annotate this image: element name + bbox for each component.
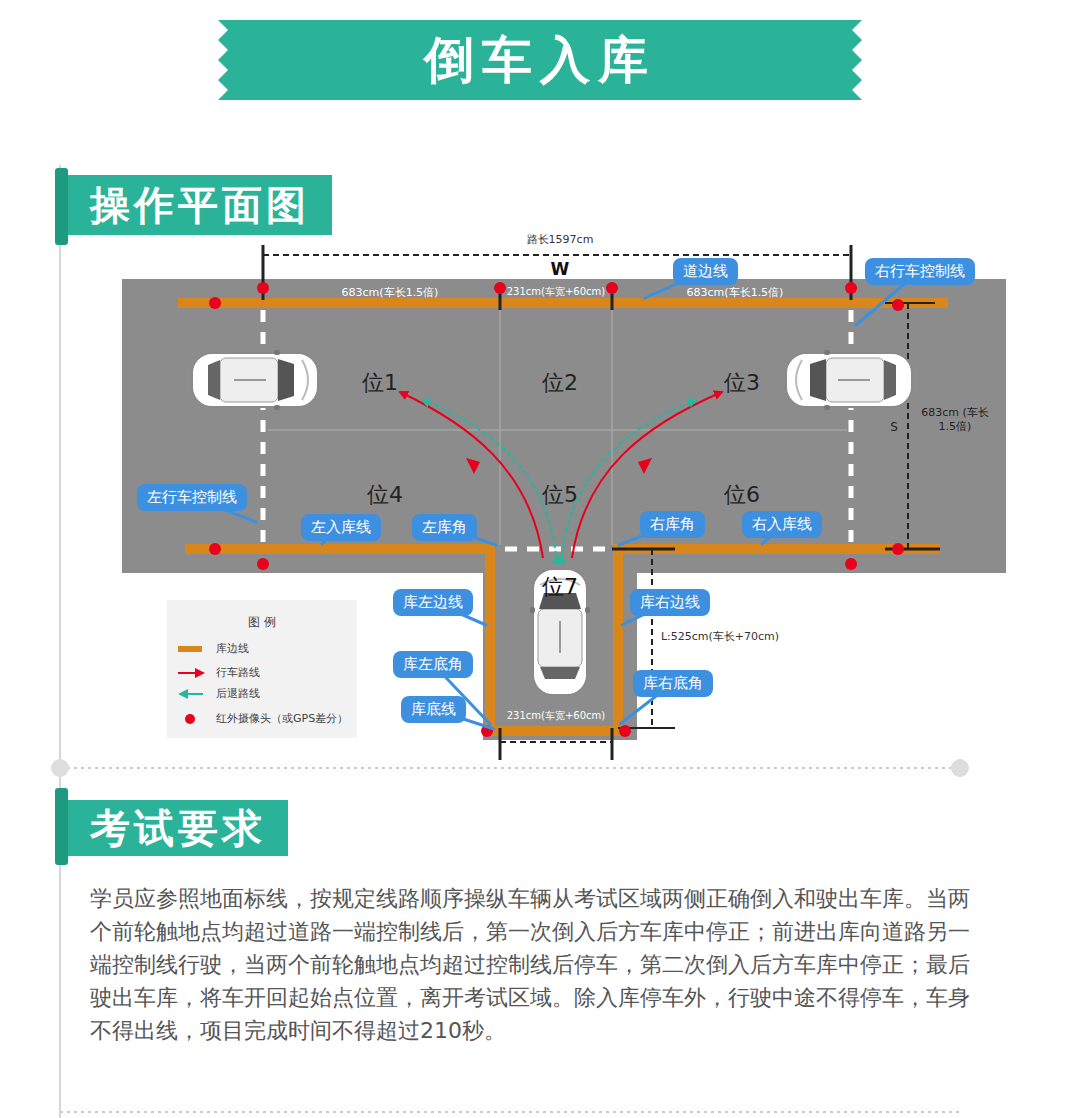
callout-label: 右行车控制线 [865,258,975,285]
node-text: 左入库线 [311,518,371,537]
callout-label: 道边线 [673,258,738,285]
node-text: 库右边线 [640,593,700,612]
legend-swatch [185,714,195,724]
legend-swatch [178,646,202,652]
dimension-label: 图 例 [248,614,276,631]
callout-label: 右入库线 [742,511,822,538]
dimension-label: 位6 [724,480,760,510]
callout-label: 库右底角 [633,670,713,697]
node-text: 操作平面图 [90,178,310,233]
dimension-label: 683cm(车长1.5倍) [342,285,439,300]
dimension-label: S [890,420,898,434]
legend-item: 红外摄像头（或GPS差分） [176,710,354,728]
node-text: 库底线 [411,700,456,719]
body-text: 学员应参照地面标线，按规定线路顺序操纵车辆从考试区域两侧正确倒入和驶出车库。当两… [90,882,970,1047]
node-text: 右入库线 [752,515,812,534]
legend-text: 行车路线 [216,665,260,680]
legend-text: 库边线 [216,641,249,656]
dimension-label: 位5 [542,480,578,510]
node-text: 库左边线 [403,593,463,612]
legend-item: 行车路线 [176,664,354,682]
section-header: 操作平面图 [68,175,332,235]
callout-label: 库左边线 [393,589,473,616]
dimension-label: 位7 [542,572,578,602]
dimension-label: 位4 [367,480,403,510]
callout-label: 库右边线 [630,589,710,616]
node-text: 右库角 [650,515,695,534]
section-header: 考试要求 [68,800,288,856]
callout-label: 左库角 [412,514,477,541]
dimension-label: 231cm(车宽+60cm) [507,285,605,299]
callout-label: 库左底角 [393,651,473,678]
legend-text: 后退路线 [216,686,260,701]
legend-text: 红外摄像头（或GPS差分） [216,711,348,726]
node-text: 道边线 [683,262,728,281]
dimension-label: 683cm(车长1.5倍) [687,285,784,300]
node-text: 库左底角 [403,655,463,674]
callout-label: 左入库线 [301,514,381,541]
dimension-label: 路长1597cm [527,232,594,247]
node-text: 左行车控制线 [147,488,237,507]
dimension-label: L:525cm(车长+70cm) [661,629,779,644]
legend-item: 后退路线 [176,685,354,703]
callout-label: 右库角 [640,511,705,538]
dimension-label: 位3 [724,368,760,398]
callout-label: 库底线 [401,696,466,723]
dimension-label: 位2 [542,368,578,398]
dimension-label: 位1 [362,368,398,398]
title: 倒车入库 [424,27,656,94]
node-text: 左库角 [422,518,467,537]
dimension-label: W [551,259,570,279]
legend-item: 库边线 [176,640,354,658]
dimension-label: 683cm (车长1.5倍) [919,406,991,435]
dimension-label: 231cm(车宽+60cm) [507,709,605,723]
node-text: 右行车控制线 [875,262,965,281]
node-text: 库右底角 [643,674,703,693]
node-text: 考试要求 [90,801,266,856]
callout-label: 左行车控制线 [137,484,247,511]
